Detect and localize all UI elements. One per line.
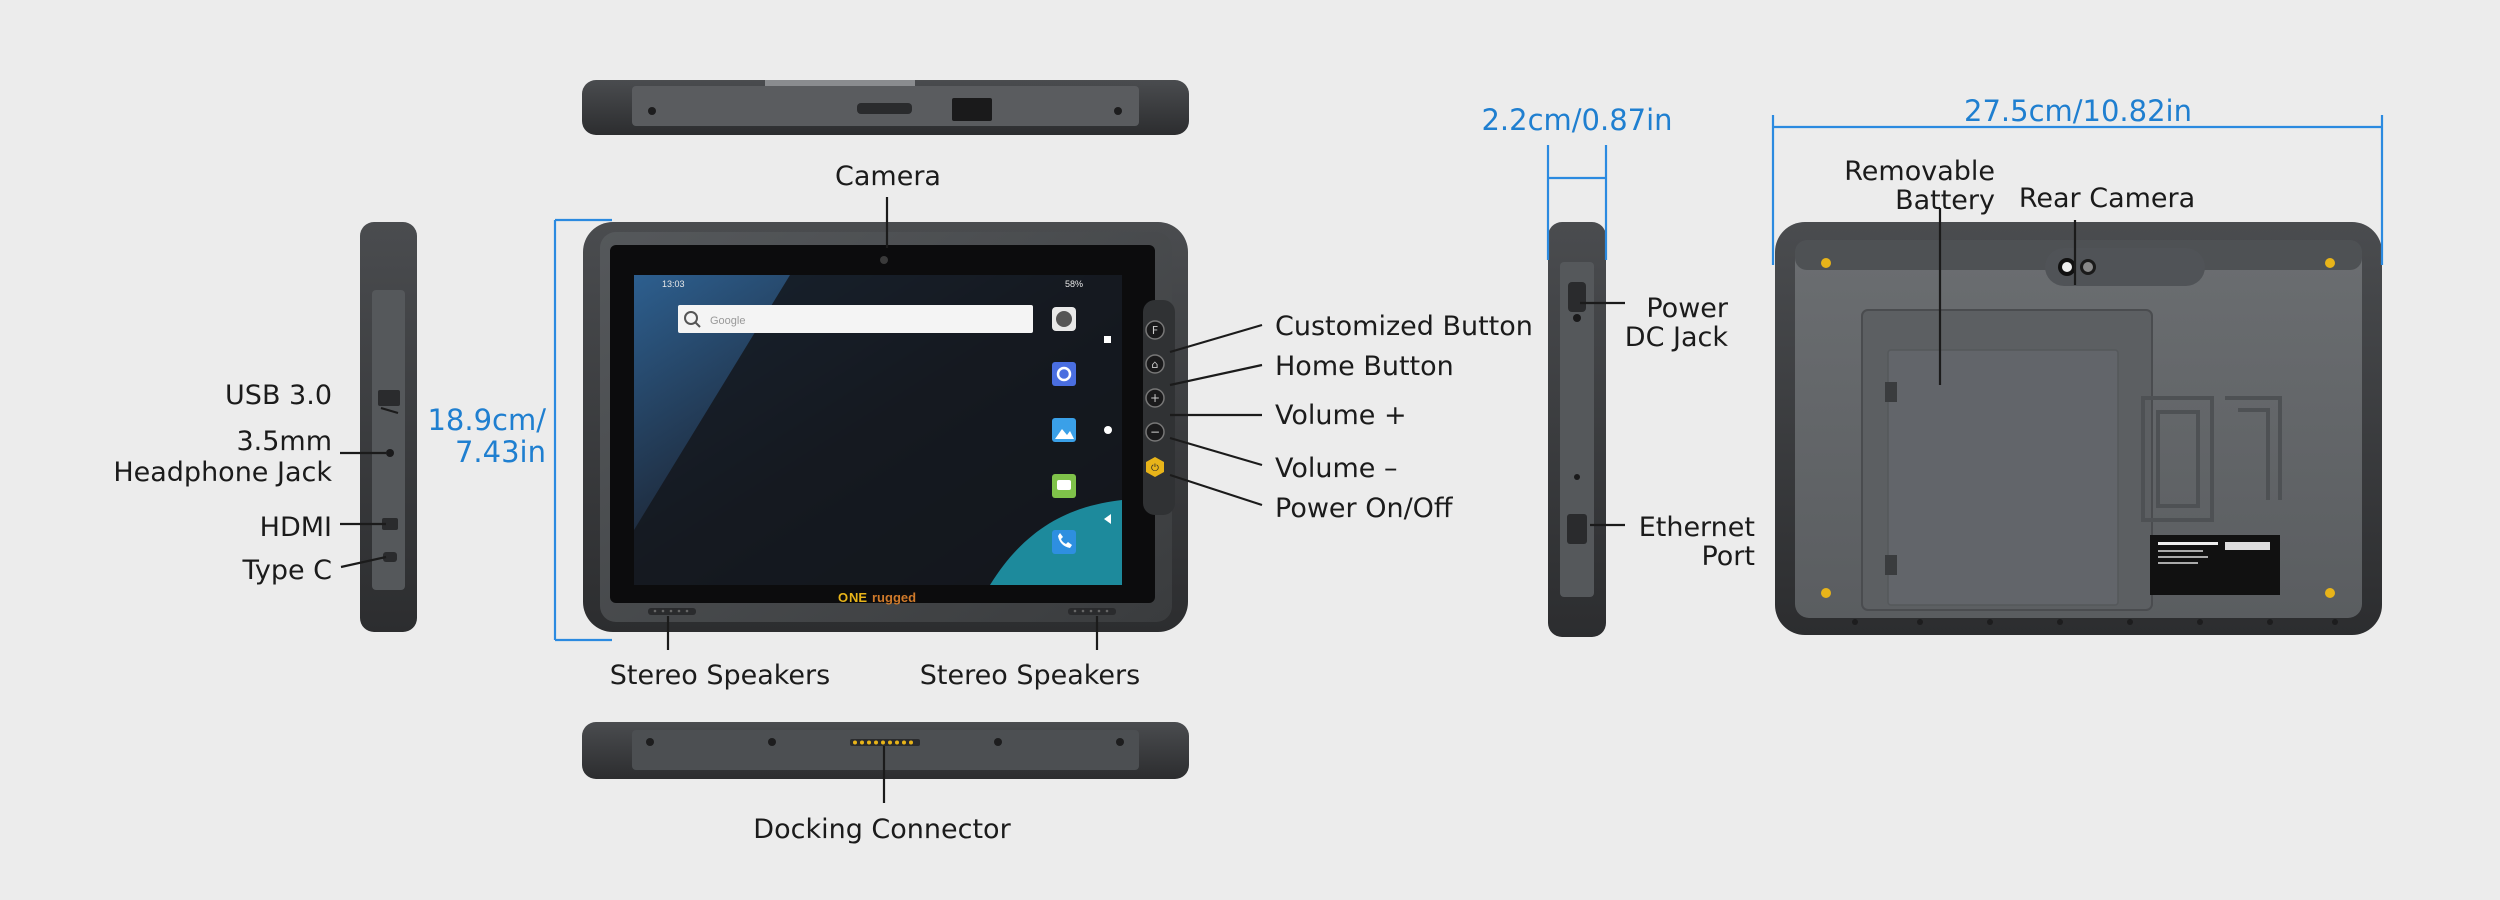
depth-dimension: 2.2cm/0.87in [1481, 103, 1672, 137]
power-dc-label-line1: Power [1646, 293, 1729, 324]
leader-lines [340, 197, 2077, 803]
left-side-view [360, 222, 417, 632]
battery-label-line2: Battery [1895, 185, 1995, 216]
headphone-jack [386, 449, 394, 457]
volume-up-button[interactable]: + [1145, 388, 1165, 408]
home-button[interactable]: ⌂ [1145, 354, 1165, 374]
search-placeholder: Google [710, 315, 745, 327]
left-speaker-grille [648, 608, 696, 615]
docking-connector-pins [850, 739, 920, 746]
power-label: Power On/Off [1275, 493, 1454, 524]
volume-down-button[interactable]: − [1145, 422, 1165, 442]
svg-text:F: F [1152, 324, 1158, 337]
brand-logo: O NE rugged [838, 590, 916, 605]
svg-text:rugged: rugged [872, 590, 916, 605]
svg-text:NE: NE [849, 590, 867, 605]
dimension-lines [553, 115, 2384, 642]
headphone-label-line1: 3.5mm [236, 426, 332, 457]
phone-app-icon[interactable] [1052, 530, 1076, 554]
status-battery: 58% [1065, 279, 1083, 289]
ethernet-label-line1: Ethernet [1639, 512, 1755, 543]
dc-jack-cover [1568, 282, 1586, 312]
svg-text:−: − [1150, 425, 1160, 439]
svg-text:O: O [838, 590, 848, 605]
hdmi-label: HDMI [260, 512, 332, 543]
nav-recent-icon[interactable] [1104, 336, 1111, 343]
headphone-label-line2: Headphone Jack [113, 457, 332, 488]
top-port [857, 103, 912, 114]
search-icon [684, 311, 698, 325]
top-slot [952, 98, 992, 121]
tablet-front: 13:03 58% Google F ⌂ [583, 222, 1188, 632]
right-side-view [1548, 222, 1606, 637]
search-bar[interactable]: Google [678, 305, 1033, 333]
nav-home-icon[interactable] [1104, 426, 1112, 434]
front-camera-lens [880, 256, 888, 264]
svg-text:⏻: ⏻ [1151, 463, 1159, 474]
camera-label: Camera [835, 161, 941, 192]
stereo-speakers-left-label: Stereo Speakers [610, 660, 830, 691]
right-speaker-grille [1068, 608, 1116, 615]
bottom-edge-view [582, 722, 1189, 779]
ethernet-label-line2: Port [1701, 541, 1755, 572]
typec-label: Type C [242, 555, 332, 586]
customized-button[interactable]: F [1145, 320, 1165, 340]
stereo-speakers-right-label: Stereo Speakers [920, 660, 1140, 691]
status-time: 13:03 [662, 279, 685, 289]
settings-app-icon[interactable] [1052, 362, 1076, 386]
svg-text:⌂: ⌂ [1152, 358, 1159, 371]
nav-back-icon[interactable] [1104, 514, 1111, 524]
usb-label: USB 3.0 [225, 380, 332, 411]
ethernet-port [1567, 514, 1587, 544]
power-dc-label-line2: DC Jack [1625, 322, 1729, 353]
volume-up-label: Volume + [1275, 400, 1407, 431]
power-button[interactable]: ⏻ [1146, 457, 1164, 477]
dc-jack [1573, 314, 1581, 322]
svg-text:+: + [1150, 391, 1160, 405]
customized-button-label: Customized Button [1275, 311, 1533, 342]
volume-down-label: Volume – [1275, 453, 1398, 484]
typec-port [383, 552, 397, 562]
height-dimension-line2: 7.43in [455, 435, 546, 469]
home-button-label: Home Button [1275, 351, 1454, 382]
embossed-logo [2141, 396, 2282, 522]
docking-connector-label: Docking Connector [753, 814, 1011, 845]
usb-port [378, 390, 400, 406]
camera-module [2045, 248, 2205, 286]
rear-camera-label: Rear Camera [2019, 183, 2195, 214]
battery-label-line1: Removable [1844, 156, 1995, 187]
height-dimension-line1: 18.9cm/ [427, 403, 546, 437]
tablet-back [1775, 222, 2382, 635]
hdmi-port [382, 518, 398, 530]
top-edge-view [582, 80, 1189, 135]
width-dimension: 27.5cm/10.82in [1964, 94, 2192, 128]
